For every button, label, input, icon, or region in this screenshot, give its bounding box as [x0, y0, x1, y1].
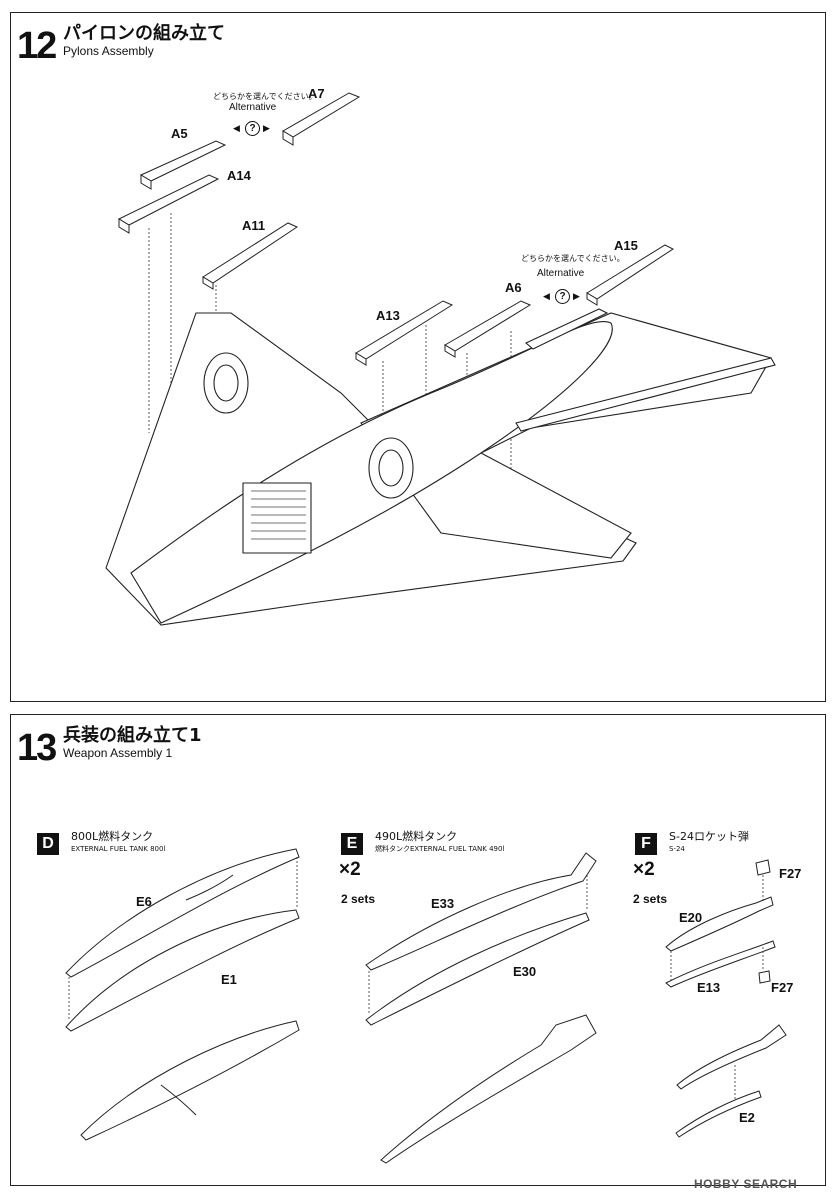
section-e-multiplier: ×2	[339, 859, 361, 880]
weapon-assembly-drawing	[65, 848, 787, 1164]
section-f-multiplier: ×2	[633, 859, 655, 880]
rocket-s24-e13	[665, 940, 776, 988]
step-13-panel: 13 兵装の組み立て1 Weapon Assembly 1 D 800L燃料タン…	[10, 714, 826, 1186]
engine-intake	[242, 482, 312, 554]
section-d-title: 800L燃料タンク	[71, 830, 154, 843]
step-title-en: Weapon Assembly 1	[63, 746, 173, 760]
part-label-e30: E30	[513, 964, 537, 979]
tank-490l-half-e30	[365, 912, 590, 1026]
section-letter-e: E	[341, 833, 363, 855]
section-e-subtitle: 燃料タンクEXTERNAL FUEL TANK 490l	[375, 845, 505, 853]
alternative-note-en-2: Alternative	[537, 268, 585, 279]
part-label-e13: E13	[697, 980, 721, 995]
step-number: 13	[17, 727, 57, 769]
part-label-e20: E20	[679, 910, 703, 925]
part-label-a15: A15	[614, 238, 638, 253]
pylons-assembly-drawing	[105, 92, 776, 626]
part-label-a5: A5	[171, 126, 188, 141]
section-f-subtitle: S-24	[669, 845, 685, 853]
arrow-right-icon: ▶	[263, 123, 270, 133]
pylon-a5	[139, 140, 227, 182]
tank-490l-half-e33	[365, 852, 597, 971]
section-letter-f: F	[635, 833, 657, 855]
section-letter-d: D	[37, 833, 59, 855]
rocket-s24-assembled	[676, 1024, 787, 1090]
part-label-e2: E2	[739, 1110, 755, 1125]
pylon-a6	[444, 300, 532, 352]
rocket-s24-e20	[665, 896, 774, 952]
alternative-note-jp-2: どちらかを選んでください。	[521, 254, 625, 263]
tank-490l-assembled	[380, 1014, 597, 1164]
alternative-note-jp: どちらかを選んでください。	[213, 92, 317, 101]
part-label-a6: A6	[505, 280, 522, 295]
part-label-f27-top: F27	[779, 866, 802, 881]
step-title-jp: パイロンの組み立て	[63, 23, 225, 44]
step-title-en: Pylons Assembly	[63, 44, 154, 58]
tank-800l-half-e6	[65, 848, 300, 978]
part-f27-top	[755, 859, 771, 876]
tank-800l-half-e1	[65, 909, 300, 1032]
part-label-a13: A13	[376, 308, 400, 323]
part-label-a7: A7	[308, 86, 325, 101]
step-number: 12	[17, 25, 57, 67]
part-label-f27-bottom: F27	[771, 980, 794, 995]
part-label-e1: E1	[221, 972, 237, 987]
pylon-a14	[117, 174, 220, 226]
part-label-e33: E33	[431, 896, 455, 911]
part-label-e6: E6	[136, 894, 152, 909]
pylon-a13	[355, 300, 454, 360]
section-d-subtitle: EXTERNAL FUEL TANK 800l	[71, 845, 166, 853]
tank-800l-assembled	[80, 1020, 300, 1141]
rocket-rail-e2	[675, 1090, 762, 1138]
watermark: HOBBY SEARCH	[694, 1177, 798, 1191]
step-title-jp: 兵装の組み立て1	[63, 725, 202, 746]
section-e-title: 490L燃料タンク	[375, 830, 458, 843]
aircraft-wing-right	[360, 312, 772, 559]
alternative-note-en: Alternative	[229, 102, 277, 113]
arrow-left-icon: ◀	[233, 123, 240, 133]
part-label-a11: A11	[242, 218, 266, 233]
part-label-a14: A14	[227, 168, 251, 183]
section-f-sets: 2 sets	[633, 892, 668, 906]
part-f27-bottom	[758, 970, 771, 984]
section-f-title: S-24ロケット弾	[669, 830, 749, 843]
step-12-panel: 12 パイロンの組み立て Pylons Assembly どちらかを選んでくださ…	[10, 12, 826, 702]
question-icon: ?	[555, 289, 570, 304]
section-e-sets: 2 sets	[341, 892, 376, 906]
arrow-left-icon: ◀	[543, 291, 550, 301]
question-icon: ?	[245, 121, 260, 136]
arrow-right-icon: ▶	[573, 291, 580, 301]
